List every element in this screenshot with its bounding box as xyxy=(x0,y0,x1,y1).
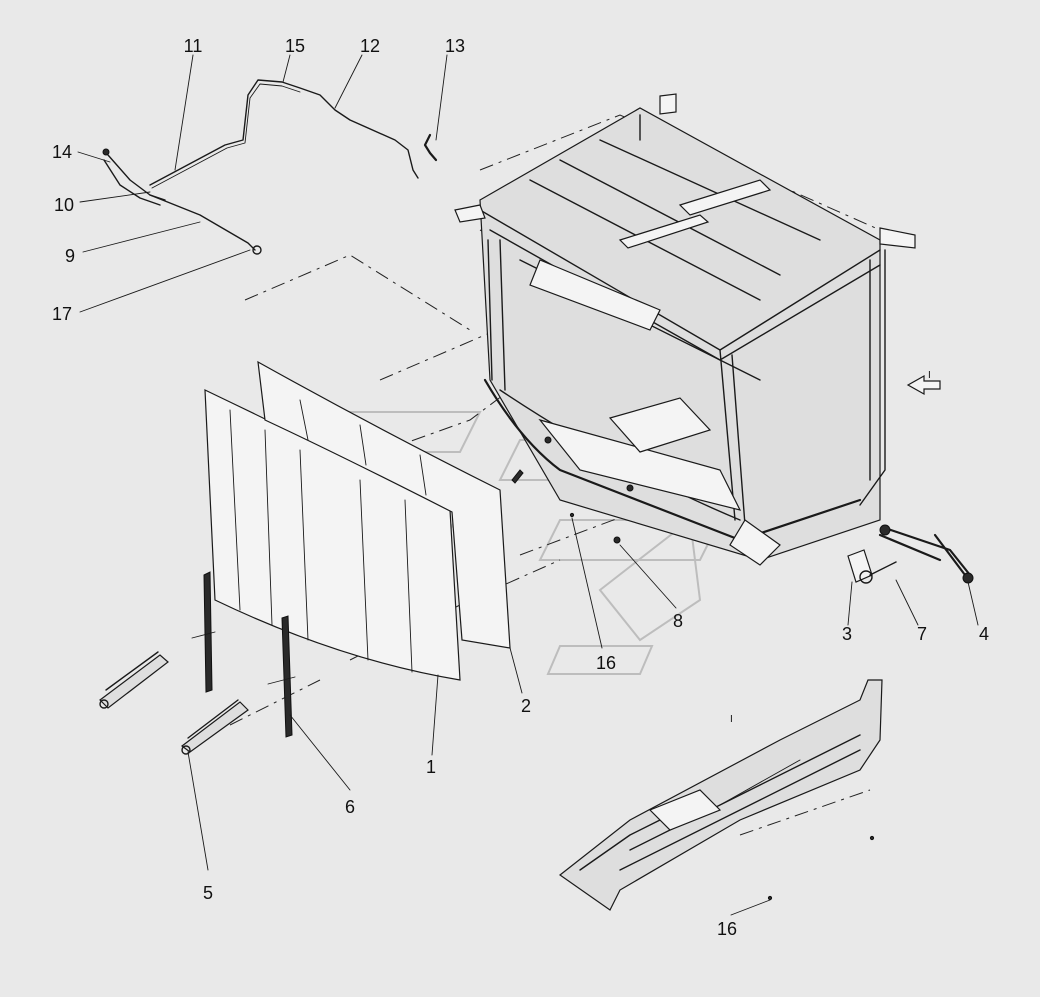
callout-13: 13 xyxy=(445,36,465,56)
callout-1: 1 xyxy=(426,757,436,777)
cab-frame xyxy=(454,93,916,566)
callout-12: 12 xyxy=(360,36,380,56)
detail-view-label: I xyxy=(730,714,733,725)
leader-lines xyxy=(77,54,979,916)
wiper-linkage xyxy=(878,524,974,584)
callout-labels: 11 15 12 13 14 10 9 17 3 7 4 8 16 2 1 6 … xyxy=(52,36,989,939)
callout-5: 5 xyxy=(203,883,213,903)
callout-16-top: 16 xyxy=(596,653,616,673)
callout-9: 9 xyxy=(65,246,75,266)
callout-3: 3 xyxy=(842,624,852,644)
callout-8: 8 xyxy=(673,611,683,631)
cab-lower-detail: I xyxy=(558,679,883,911)
callout-7: 7 xyxy=(917,624,927,644)
washer-hose-assembly xyxy=(102,79,438,255)
view-direction-arrow: I xyxy=(906,370,941,396)
callout-16-bottom: 16 xyxy=(717,919,737,939)
callout-14: 14 xyxy=(52,142,72,162)
callout-4: 4 xyxy=(979,624,989,644)
callout-6: 6 xyxy=(345,797,355,817)
windshield-glass xyxy=(204,360,511,681)
callout-2: 2 xyxy=(521,696,531,716)
wiper-arms xyxy=(99,651,249,755)
wiper-blades xyxy=(191,571,296,738)
callout-11: 11 xyxy=(184,36,203,56)
callout-10: 10 xyxy=(54,195,74,215)
view-arrow-label: I xyxy=(928,370,931,381)
callout-17: 17 xyxy=(52,304,72,324)
wiper-motor xyxy=(847,549,897,584)
callout-15: 15 xyxy=(285,36,305,56)
fasteners xyxy=(511,469,875,901)
